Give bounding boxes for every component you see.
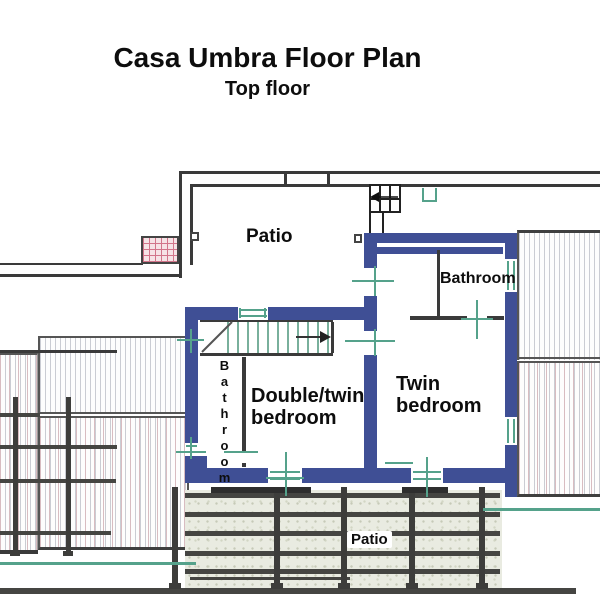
stairs-top-edge: [200, 320, 333, 322]
double-bedroom-line1: Double/twin: [251, 385, 365, 407]
roof-right-lower: [517, 363, 600, 497]
roof-left-ridge: [38, 412, 185, 414]
window-marker: [190, 437, 192, 459]
pergola-post: [13, 397, 18, 556]
patio-wall-west-outer: [0, 274, 182, 277]
room-label-bathroom-side: Bathroom: [217, 358, 232, 486]
pergola-beam: [0, 413, 40, 417]
main-wall-top: [364, 233, 517, 243]
window-marker: [507, 419, 509, 443]
room-label-bathroom-top: Bathroom: [440, 270, 516, 287]
door-marker: [476, 300, 478, 339]
main-wall-bottom: [198, 468, 517, 483]
door-marker: [374, 329, 376, 356]
exterior-stairs-leg: [369, 213, 371, 238]
window-sill: [211, 487, 311, 493]
pergola-beam: [0, 531, 111, 535]
roof-left-ridge: [38, 416, 185, 418]
door-opening: [364, 331, 377, 355]
pergola-post-foot: [271, 583, 283, 589]
bathroom-side-partition: [242, 357, 246, 448]
bathroom-top-west-wall: [437, 250, 440, 318]
door-jamb: [242, 448, 246, 452]
room-label-twin-bedroom: Twin bedroom: [396, 373, 482, 417]
boundary-bottom-edge: [0, 588, 576, 594]
pergola-post: [172, 487, 178, 586]
room-label-patio-bottom: Patio: [347, 531, 392, 548]
pergola-post-foot: [476, 583, 488, 589]
pergola-post: [341, 487, 347, 586]
roof-right-upper: [517, 230, 600, 360]
door-marker: [374, 266, 376, 296]
roof-right-ridge: [517, 357, 600, 359]
page-subtitle: Top floor: [224, 78, 311, 100]
door-marker: [352, 280, 394, 282]
door-marker: [345, 340, 395, 342]
main-wall-left: [185, 307, 198, 443]
double-bedroom-line2: bedroom: [251, 407, 337, 429]
pergola-post: [66, 397, 71, 556]
patio-wall-left-inner: [190, 184, 193, 265]
window-marker: [385, 462, 413, 464]
skylight-hatch: [141, 236, 179, 264]
wall-notch: [354, 234, 362, 243]
room-label-double-bedroom: Double/twin bedroom: [251, 385, 364, 429]
room-label-patio-top: Patio: [246, 226, 293, 247]
door-opening: [364, 268, 377, 296]
window-marker: [266, 477, 304, 479]
window-marker: [239, 309, 267, 311]
stairs-treads: [227, 322, 331, 353]
door-jamb: [242, 463, 246, 467]
exterior-stairs-leg: [382, 213, 384, 238]
terrace-edge: [0, 350, 117, 353]
boundary-green-line: [483, 508, 600, 511]
patio-wall-tick: [327, 171, 330, 187]
main-wall-middle: [364, 243, 377, 470]
pergola-post-foot: [10, 551, 20, 556]
window-marker: [190, 329, 192, 353]
stairs-right-edge: [331, 322, 334, 353]
twin-bedroom-line1: Twin: [396, 373, 441, 395]
pergola-post: [409, 487, 415, 586]
window-box-marker: [422, 188, 437, 202]
roof-right-ridge: [517, 361, 600, 363]
window-sill: [402, 487, 448, 493]
patio-wall-left-outer: [179, 171, 182, 278]
twin-bedroom-line2: bedroom: [396, 395, 482, 417]
pergola-post-foot: [338, 583, 350, 589]
door-marker: [224, 451, 258, 453]
pergola-beam: [0, 479, 116, 483]
window-marker: [285, 452, 287, 496]
patio-wall-top-outer: [179, 171, 600, 174]
window-marker: [239, 315, 267, 317]
window-marker: [513, 419, 515, 443]
pergola-post: [479, 487, 485, 586]
patio-wall-west-inner: [0, 263, 143, 265]
roof-far-left-strip: [0, 353, 38, 552]
boundary-green-line: [0, 562, 196, 565]
window-marker: [426, 457, 428, 497]
roof-left-upper: [38, 336, 189, 414]
window-marker: [239, 308, 241, 318]
main-wall-top-left-section: [185, 307, 364, 320]
window-marker: [264, 308, 266, 318]
pergola-post-foot: [406, 583, 418, 589]
wall-notch: [190, 232, 199, 241]
window-marker: [507, 261, 509, 290]
pergola-post: [274, 487, 280, 586]
bathroom-top-south-wall: [487, 316, 504, 320]
page-title: Casa Umbra Floor Plan: [113, 42, 422, 73]
bathroom-top-south-wall: [410, 316, 467, 320]
stairs-bottom-edge: [200, 353, 333, 356]
pergola-beam: [0, 445, 117, 449]
pergola-beam: [190, 577, 350, 580]
pergola-post-foot: [169, 583, 181, 589]
pergola-post-foot: [63, 551, 73, 556]
patio-wall-tick: [284, 171, 287, 187]
window-marker: [513, 261, 515, 290]
exterior-stairs-line: [369, 198, 401, 200]
